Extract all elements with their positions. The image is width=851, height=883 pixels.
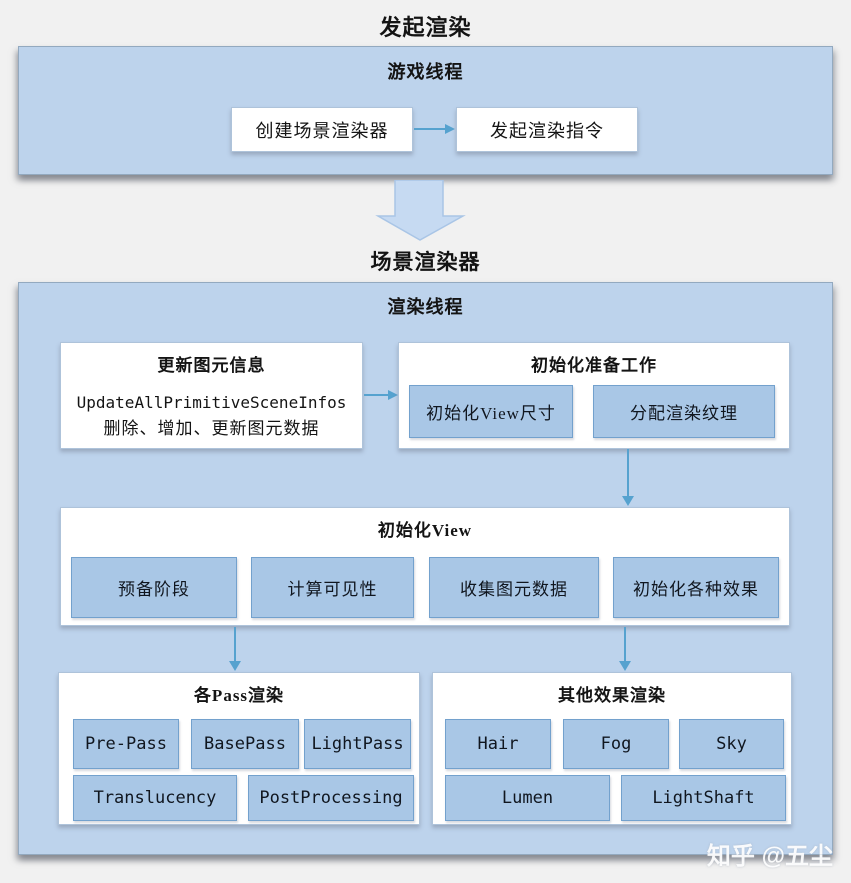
arrow-head: [229, 661, 241, 671]
node-hair: Hair: [445, 719, 551, 769]
diagram-title-initiate-render: 发起渲染: [379, 15, 472, 40]
node-translucency-label: Translucency: [93, 788, 217, 808]
node-init-view: 初始化View 预备阶段 计算可见性 收集图元数据 初始化各种效果: [60, 507, 790, 626]
zhihu-watermark: 知乎 @五尘: [706, 843, 833, 870]
arrow-shaft: [627, 449, 629, 498]
node-translucency: Translucency: [73, 775, 237, 821]
node-collect-primitive-data-label: 收集图元数据: [460, 580, 568, 599]
arrow-head: [622, 496, 634, 506]
node-base-pass: BasePass: [191, 719, 299, 769]
node-create-scene-renderer-label: 创建场景渲染器: [255, 120, 389, 141]
node-init-preparation: 初始化准备工作 初始化View尺寸 分配渲染纹理: [398, 342, 790, 449]
node-pass-rendering-title: 各Pass渲染: [193, 686, 285, 705]
node-prepare-stage-label: 预备阶段: [118, 580, 190, 599]
node-other-effects-rendering: 其他效果渲染 Hair Fog Sky Lumen LightShaft: [432, 672, 792, 825]
node-compute-visibility: 计算可见性: [251, 557, 414, 618]
node-init-effects-label: 初始化各种效果: [633, 580, 759, 599]
node-sky: Sky: [679, 719, 784, 769]
update-primitive-desc: 删除、增加、更新图元数据: [103, 419, 320, 438]
node-post-processing-label: PostProcessing: [259, 788, 403, 808]
node-base-pass-label: BasePass: [204, 734, 286, 754]
node-init-view-size-label: 初始化View尺寸: [426, 404, 556, 423]
node-other-effects-rendering-title: 其他效果渲染: [558, 686, 666, 705]
node-lumen: Lumen: [445, 775, 610, 821]
node-light-pass: LightPass: [304, 719, 411, 769]
node-update-primitive-info: 更新图元信息 UpdateAllPrimitiveSceneInfos 删除、增…: [60, 342, 363, 449]
node-alloc-render-textures-label: 分配渲染纹理: [630, 404, 738, 423]
node-compute-visibility-label: 计算可见性: [287, 580, 378, 599]
node-light-shaft: LightShaft: [621, 775, 786, 821]
node-lumen-label: Lumen: [501, 788, 554, 808]
node-update-primitive-info-title: 更新图元信息: [157, 356, 266, 375]
diagram-title-scene-renderer: 场景渲染器: [370, 250, 481, 274]
node-issue-render-command-label: 发起渲染指令: [490, 120, 604, 141]
node-fog: Fog: [563, 719, 669, 769]
arrow-head: [619, 661, 631, 671]
node-init-view-title: 初始化View: [377, 521, 473, 540]
node-prepare-stage: 预备阶段: [71, 557, 237, 618]
arrow-shaft: [234, 627, 236, 663]
node-fog-label: Fog: [600, 734, 632, 754]
node-create-scene-renderer: 创建场景渲染器: [231, 107, 413, 152]
arrow-shaft: [414, 128, 447, 130]
node-light-pass-label: LightPass: [311, 734, 404, 754]
node-init-effects: 初始化各种效果: [613, 557, 779, 618]
node-collect-primitive-data: 收集图元数据: [429, 557, 599, 618]
big-down-arrow-icon: [375, 180, 466, 241]
arrow-head: [445, 124, 455, 134]
update-primitive-func-name: UpdateAllPrimitiveSceneInfos: [76, 393, 347, 412]
node-pre-pass: Pre-Pass: [73, 719, 179, 769]
node-init-view-size: 初始化View尺寸: [409, 385, 573, 438]
node-sky-label: Sky: [716, 734, 747, 754]
render-thread-header: 渲染线程: [387, 297, 464, 317]
game-thread-panel: 游戏线程 创建场景渲染器 发起渲染指令: [18, 46, 833, 175]
game-thread-header: 游戏线程: [387, 62, 464, 82]
arrow-shaft: [624, 627, 626, 663]
node-light-shaft-label: LightShaft: [652, 788, 755, 808]
node-issue-render-command: 发起渲染指令: [456, 107, 638, 152]
arrow-head: [388, 390, 398, 400]
node-pre-pass-label: Pre-Pass: [85, 734, 167, 754]
node-alloc-render-textures: 分配渲染纹理: [593, 385, 775, 438]
node-hair-label: Hair: [477, 734, 519, 754]
node-post-processing: PostProcessing: [248, 775, 414, 821]
node-init-preparation-title: 初始化准备工作: [531, 356, 657, 375]
node-pass-rendering: 各Pass渲染 Pre-Pass BasePass LightPass Tran…: [58, 672, 420, 825]
arrow-shaft: [364, 394, 390, 396]
